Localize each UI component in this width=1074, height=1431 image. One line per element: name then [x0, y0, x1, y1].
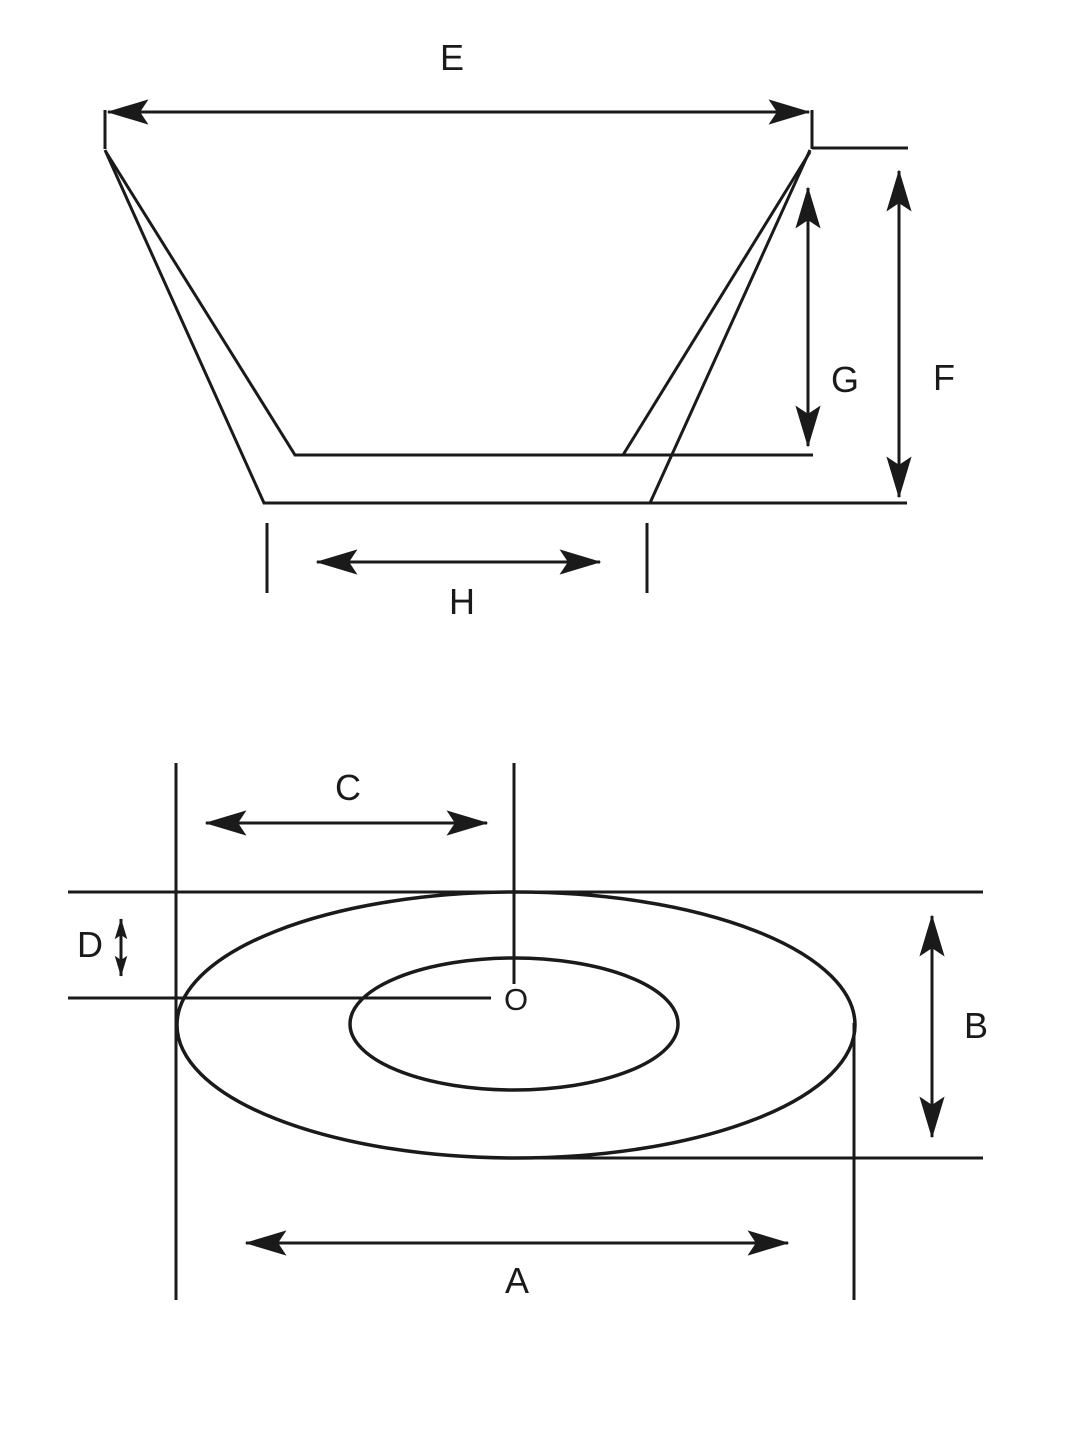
dim-label-F: F — [933, 357, 955, 398]
outer-shell-profile — [103, 149, 907, 505]
dim-label-C: C — [335, 767, 361, 808]
outer-shell-right-slant — [648, 149, 812, 504]
top-view-figure: C D B A O — [68, 763, 988, 1301]
dim-label-G: G — [831, 359, 859, 400]
dim-label-E: E — [440, 37, 464, 78]
inner-basin-right-slant — [621, 151, 812, 456]
inner-basin-profile — [104, 151, 813, 457]
dim-label-A: A — [505, 1260, 529, 1301]
center-mark-O: O — [504, 982, 528, 1017]
inner-basin-ellipse — [348, 956, 680, 1092]
dim-label-D: D — [77, 924, 103, 965]
side-view-figure: E G F H — [103, 37, 955, 622]
outer-rim-ellipse — [175, 890, 857, 1160]
dim-label-H: H — [449, 581, 475, 622]
dim-label-B: B — [964, 1005, 988, 1046]
